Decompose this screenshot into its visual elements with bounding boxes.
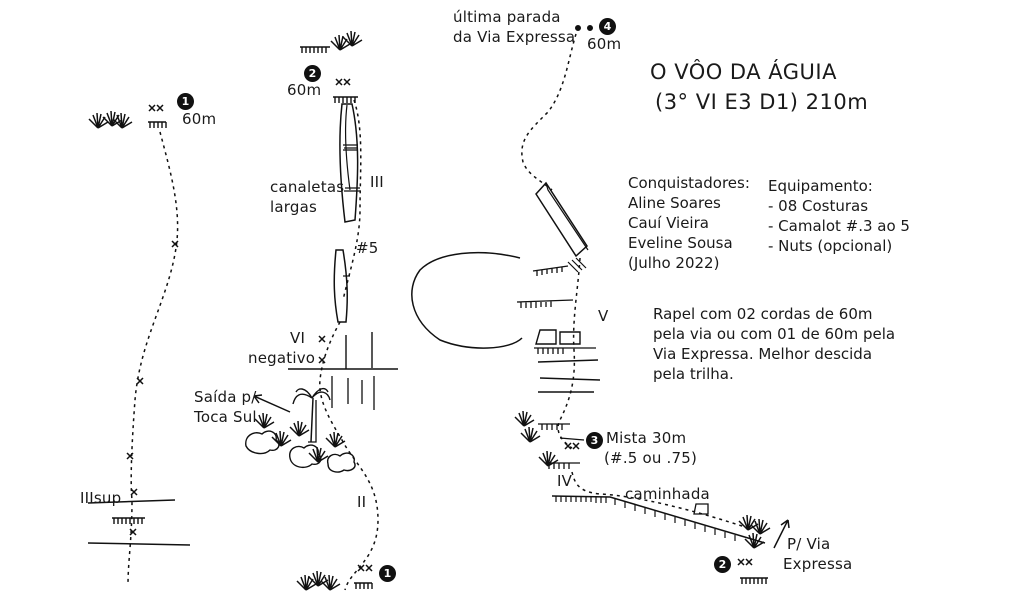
anchor-marker: 3 (586, 432, 603, 449)
ledge-line (87, 542, 191, 546)
left-topo (87, 104, 191, 586)
pitch-length: 60m (287, 81, 322, 99)
exit-label: Expressa (783, 555, 853, 573)
vegetation-icon (254, 412, 275, 429)
equipamento-item: - 08 Costuras (768, 197, 869, 215)
conquistador-name: Cauí Vieira (628, 214, 709, 232)
anchor-marker: 1 (177, 93, 194, 110)
route-line (521, 33, 577, 191)
crack-feature (339, 103, 359, 223)
flake-feature (535, 181, 588, 258)
pitch-label: Mista 30m (606, 429, 687, 447)
conquistador-name: Aline Soares (628, 194, 721, 212)
vegetation-icon (296, 574, 317, 591)
grade-label: IIIsup (80, 489, 122, 507)
exit-arrow (253, 395, 291, 413)
belay-station-icon (147, 121, 167, 129)
route-line (342, 99, 362, 301)
note-label: da Via Expressa (453, 28, 576, 46)
bush-icon (245, 430, 280, 455)
gear-label: #5 (356, 239, 379, 257)
rapel-line: pela trilha. (653, 365, 734, 383)
equipamento-item: - Nuts (opcional) (768, 237, 893, 255)
belay-station-icon (111, 517, 131, 525)
bush-icon (326, 452, 356, 473)
rapel-note: Rapel com 02 cordas de 60m pela via ou c… (653, 304, 895, 384)
grade-label: IV (557, 472, 573, 490)
note-label: última parada (453, 8, 561, 26)
anchor-bolts-icon (148, 104, 164, 112)
grade-label: V (598, 307, 609, 325)
anchor-bolts-icon (737, 558, 753, 566)
conquista-date: (Julho 2022) (628, 254, 720, 272)
grade-label: II (357, 493, 367, 511)
exit-label: Saída p/ (194, 388, 257, 406)
route-line (127, 131, 179, 586)
bolt-icon (318, 335, 326, 343)
equipamento-block: Equipamento: - 08 Costuras - Camalot #.3… (768, 176, 910, 256)
grade-label: III (370, 173, 384, 191)
conquistador-name: Eveline Sousa (628, 234, 733, 252)
bolt-icon (130, 488, 138, 496)
vegetation-icon (342, 30, 363, 47)
feature-label: negativo (248, 349, 316, 367)
equipamento-item: - Camalot #.3 ao 5 (768, 217, 910, 235)
route-line (557, 257, 581, 449)
route-grade: (3° VI E3 D1) 210m (655, 90, 869, 114)
anchor-marker: 4 (599, 18, 616, 35)
vegetation-icon (289, 420, 310, 437)
ledge-line (532, 265, 569, 276)
exit-label: Toca Sul (194, 408, 257, 426)
equipamento-heading: Equipamento: (768, 177, 873, 195)
conquistadores-heading: Conquistadores: (628, 174, 750, 192)
right-topo (411, 25, 790, 585)
belay-station-icon (299, 46, 319, 54)
exit-arrow (773, 519, 789, 549)
vegetation-icon (330, 34, 351, 51)
trail-label: caminhada (625, 485, 710, 503)
palm-tree-icon (310, 397, 314, 443)
anchor-dot-icon (575, 25, 581, 31)
anchor-bolts-icon (335, 78, 351, 86)
vegetation-icon (514, 410, 535, 427)
bolt-icon (318, 356, 326, 364)
vegetation-icon (520, 426, 541, 443)
middle-topo (245, 30, 398, 591)
exit-label: P/ Via (787, 535, 831, 553)
rapel-line: Rapel com 02 cordas de 60m (653, 305, 873, 323)
rapel-line: Via Expressa. Melhor descida (653, 345, 873, 363)
belay-station-icon (739, 577, 759, 585)
gear-label: (#.5 ou .75) (604, 449, 698, 467)
ledge-line (87, 499, 176, 504)
belay-station-icon (353, 582, 373, 590)
boulder-outline (411, 251, 523, 349)
pitch-length: 60m (587, 35, 622, 53)
anchor-marker: 2 (304, 65, 321, 82)
feature-label: canaletas (270, 178, 345, 196)
conquistadores-block: Conquistadores: Aline Soares Cauí Vieira… (628, 173, 750, 273)
anchor-marker: 2 (714, 556, 731, 573)
anchor-marker: 1 (379, 565, 396, 582)
crack-feature (333, 249, 348, 323)
route-line (319, 321, 379, 591)
route-title: O VÔO DA ÁGUIA (650, 60, 837, 84)
belay-station-icon (332, 96, 352, 104)
vegetation-icon (88, 112, 109, 129)
feature-label: largas (270, 198, 317, 216)
grade-label: VI (290, 329, 306, 347)
rapel-line: pela via ou com 01 de 60m pela (653, 325, 896, 343)
anchor-dot-icon (587, 25, 593, 31)
bolt-icon (136, 377, 144, 385)
pitch-length: 60m (182, 110, 217, 128)
